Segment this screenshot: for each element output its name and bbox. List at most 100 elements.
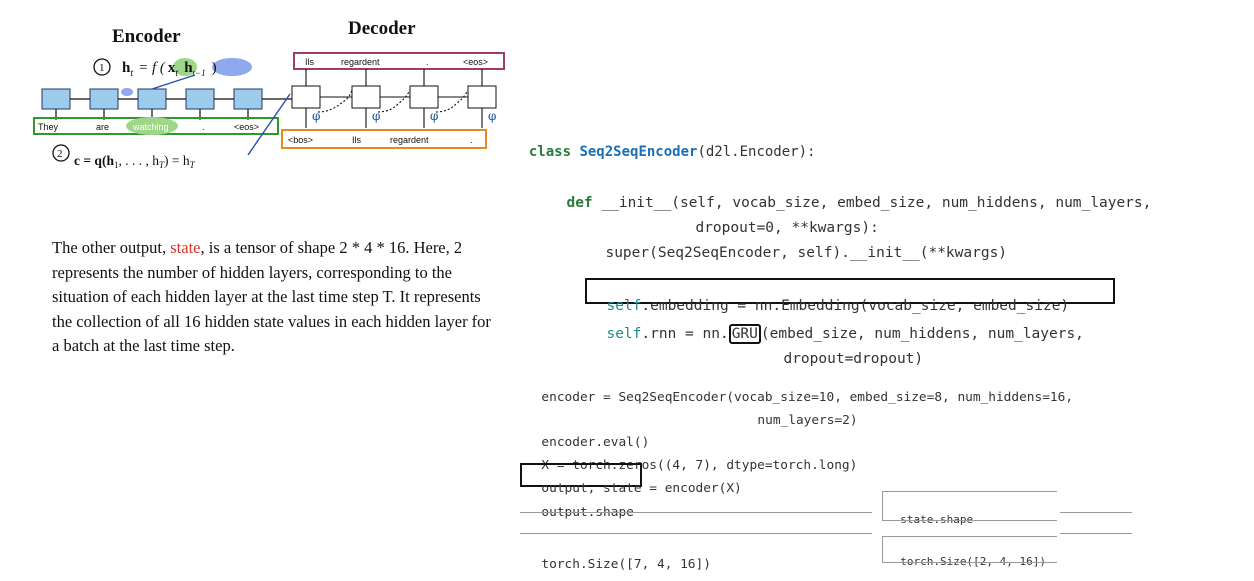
eq1-sub-t: t [130,68,133,79]
def-keyword: def [566,195,602,211]
output-rule-1 [520,512,872,513]
embedding-highlight-box [585,278,1115,304]
decoder-input-box [281,129,487,149]
state-shape-label: state.shape [887,500,973,526]
eq1-pointer [151,74,196,90]
code-eval-line: encoder.eval() [526,420,649,450]
rnn-line2: dropout=dropout) [783,351,924,367]
class-rest: (d2l.Encoder): [697,144,816,160]
state-size: torch.Size([2, 4, 16]) [900,555,1046,568]
code-def-line2: dropout=0, **kwargs): [678,204,879,236]
decoder-input-2: Ils [352,135,362,145]
output-size: torch.Size([7, 4, 16]) [541,557,711,572]
state-rule-right2 [1060,533,1132,534]
encoder-line1: encoder = Seq2SeqEncoder(vocab_size=10, … [541,390,1074,405]
decoder-input-1: <bos> [288,135,313,145]
encoder-cell-2 [89,88,119,110]
eq1-lhs: h [122,60,131,76]
paragraph-state-word: state [170,238,201,257]
eq2-end: ) = h [164,153,190,168]
decoder-links [305,69,483,128]
encoder-line2: num_layers=2) [757,413,858,428]
def-rest: __init__(self, vocab_size, embed_size, n… [601,195,1152,211]
output-rest: = encoder(X) [641,481,742,496]
decoder-output-3: . [426,57,429,67]
embedding-self: self [606,298,642,314]
output-boxed: output, state [541,481,642,496]
watching-highlight [126,117,178,135]
def-line2: dropout=0, **kwargs): [695,220,879,236]
encoder-token-4: . [202,122,205,132]
code-def-line: def __init__(self, vocab_size, embed_siz… [549,179,1151,211]
x-line: X = torch.zeros((4, 7), dtype=torch.long… [541,458,858,473]
state-rule-left2 [882,536,883,562]
state-rule-left [882,491,883,520]
decoder-cell-1 [291,85,321,109]
decoder-phi-glyphs: φ φ φ φ [312,109,496,123]
eq2-text: c = q(h [74,153,114,168]
rnn-post: (embed_size, num_hiddens, num_layers, [760,326,1084,342]
encoder-token-1: They [38,122,59,132]
state-shape: state.shape [900,513,974,526]
eq2-mid: , . . . , h [118,153,159,168]
code-x-line: X = torch.zeros((4, 7), dtype=torch.long… [526,443,857,473]
output-size-label: torch.Size([7, 4, 16]) [526,542,711,572]
svg-text:φ: φ [312,109,320,123]
encoder-token-2: are [96,122,109,132]
output-state-highlight-box [520,463,642,487]
encoder-token-3: watching [132,122,169,132]
decoder-output-1: Ils [305,57,315,67]
embedding-rest: .embedding = nn.Embedding(vocab_size, em… [641,298,1070,314]
super-line: super(Seq2SeqEncoder, self).__init__(**k… [605,245,1008,261]
explanation-paragraph: The other output, state, is a tensor of … [52,236,492,359]
decoder-output-2: regardent [341,57,380,67]
code-super-line: super(Seq2SeqEncoder, self).__init__(**k… [588,229,1007,261]
decoder-output-box [293,52,505,70]
state-size-label: torch.Size([2, 4, 16]) [887,542,1046,568]
eq2-marker-circle [52,144,70,162]
state-rule-right [1060,512,1132,513]
encoder-cell-4 [185,88,215,110]
code-encoder-line: encoder = Seq2SeqEncoder(vocab_size=10, … [526,375,1073,405]
svg-text:c = q(h1, . . . , hT) = hT: c = q(h1, . . . , hT) = hT [74,153,196,170]
paragraph-after: , is a tensor of shape 2 * 4 * 16. Here,… [52,238,491,356]
output-shape-label: output.shape [526,490,633,520]
state-rule-bottom [882,562,1057,563]
state-rule-3 [882,536,1057,537]
eq1-marker: 1 [99,62,105,74]
encoder-cell-1 [41,88,71,110]
eq1-x: x [168,60,176,76]
encoder-title: Encoder [112,26,181,47]
code-output-line: output, state = encoder(X) [526,466,742,496]
code-embedding-line: self.embedding = nn.Embedding(vocab_size… [589,282,1069,314]
hidden-state-highlight [121,88,133,96]
decoder-title: Decoder [348,18,416,39]
output-rule-2 [520,533,872,534]
code-rnn-line: self.rnn = nn.GRU(embed_size, num_hidden… [589,310,1084,344]
code-class-line: class Seq2SeqEncoder(d2l.Encoder): [512,128,816,160]
rnn-gru: GRU [728,324,761,344]
eq2-sub1: 1 [114,160,119,170]
rnn-self: self [606,326,642,342]
class-name: Seq2SeqEncoder [579,144,698,160]
eq1-marker-circle [93,58,111,76]
eq1-h-highlight [212,58,252,76]
eq1-eq: = f ( [138,60,166,76]
encoder-token-5: <eos> [234,122,259,132]
code-encoder-line2: num_layers=2) [742,398,858,428]
svg-text:φ: φ [430,109,438,123]
encoder-cell-5 [233,88,263,110]
state-rule-mid [882,520,1057,521]
rnn-pre: .rnn = nn. [641,326,729,342]
decoder-cell-2 [351,85,381,109]
svg-text:φ: φ [488,109,496,123]
class-keyword: class [528,144,580,160]
eq2-subT: T [159,160,165,170]
eq1-x-sub: t [175,68,178,79]
state-rule-top [882,491,1057,492]
eq1-x-highlight [173,58,197,76]
eval-line: encoder.eval() [541,435,650,450]
eq1-h: h [184,60,193,76]
